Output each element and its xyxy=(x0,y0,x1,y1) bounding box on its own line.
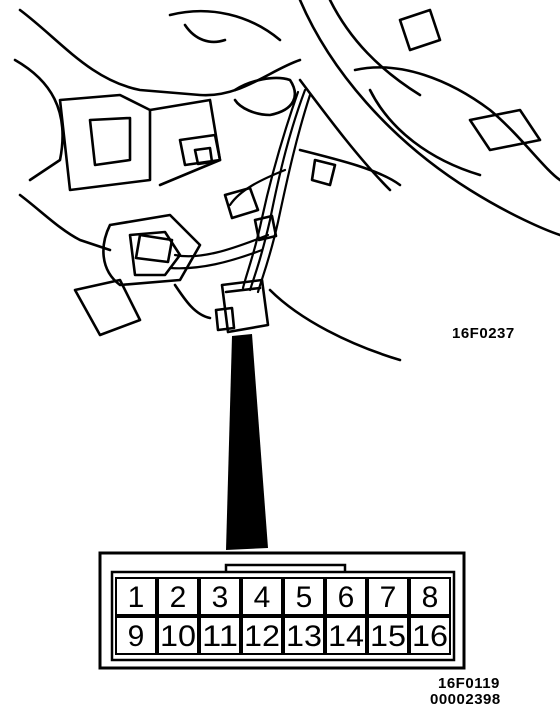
pin-cell xyxy=(367,616,409,655)
pin-cell xyxy=(115,577,157,616)
pin-cell xyxy=(199,577,241,616)
pin-number: 11 xyxy=(202,620,238,653)
pin-cell xyxy=(283,577,325,616)
figure-code-bottom: 16F0119 xyxy=(438,675,500,692)
pin-number: 16 xyxy=(412,620,448,653)
pin-cell xyxy=(157,577,199,616)
figure-code-top: 16F0237 xyxy=(452,325,515,342)
pin-cell xyxy=(409,616,451,655)
pointer-wedge xyxy=(226,334,268,550)
pin-number: 12 xyxy=(244,620,280,653)
pin-cell xyxy=(409,577,451,616)
diagnostic-connector-drawing xyxy=(214,278,270,334)
pin-cell xyxy=(325,577,367,616)
pin-cell xyxy=(241,577,283,616)
pin-number: 3 xyxy=(212,581,229,614)
pin-number: 15 xyxy=(370,620,406,653)
pin-cell xyxy=(325,616,367,655)
pin-number: 4 xyxy=(254,581,271,614)
figure-id-bottom: 00002398 xyxy=(430,691,501,708)
dashboard-outline xyxy=(13,0,560,362)
pin-number: 7 xyxy=(380,581,397,614)
harness-connectors xyxy=(134,186,278,264)
pin-cell xyxy=(283,616,325,655)
pin-number: 8 xyxy=(422,581,439,614)
wire-harness xyxy=(168,88,312,294)
pin-number: 6 xyxy=(338,581,355,614)
pin-number: 14 xyxy=(328,620,364,653)
pin-cell xyxy=(367,577,409,616)
pin-number: 1 xyxy=(128,581,145,614)
pin-number: 2 xyxy=(170,581,187,614)
pin-cell xyxy=(241,616,283,655)
pin-cell xyxy=(157,616,199,655)
pin-number: 10 xyxy=(160,620,196,653)
pin-cell xyxy=(199,616,241,655)
pin-number: 5 xyxy=(296,581,313,614)
pin-number: 13 xyxy=(286,620,322,653)
pin-number: 9 xyxy=(128,620,145,653)
pin-cell xyxy=(115,616,157,655)
